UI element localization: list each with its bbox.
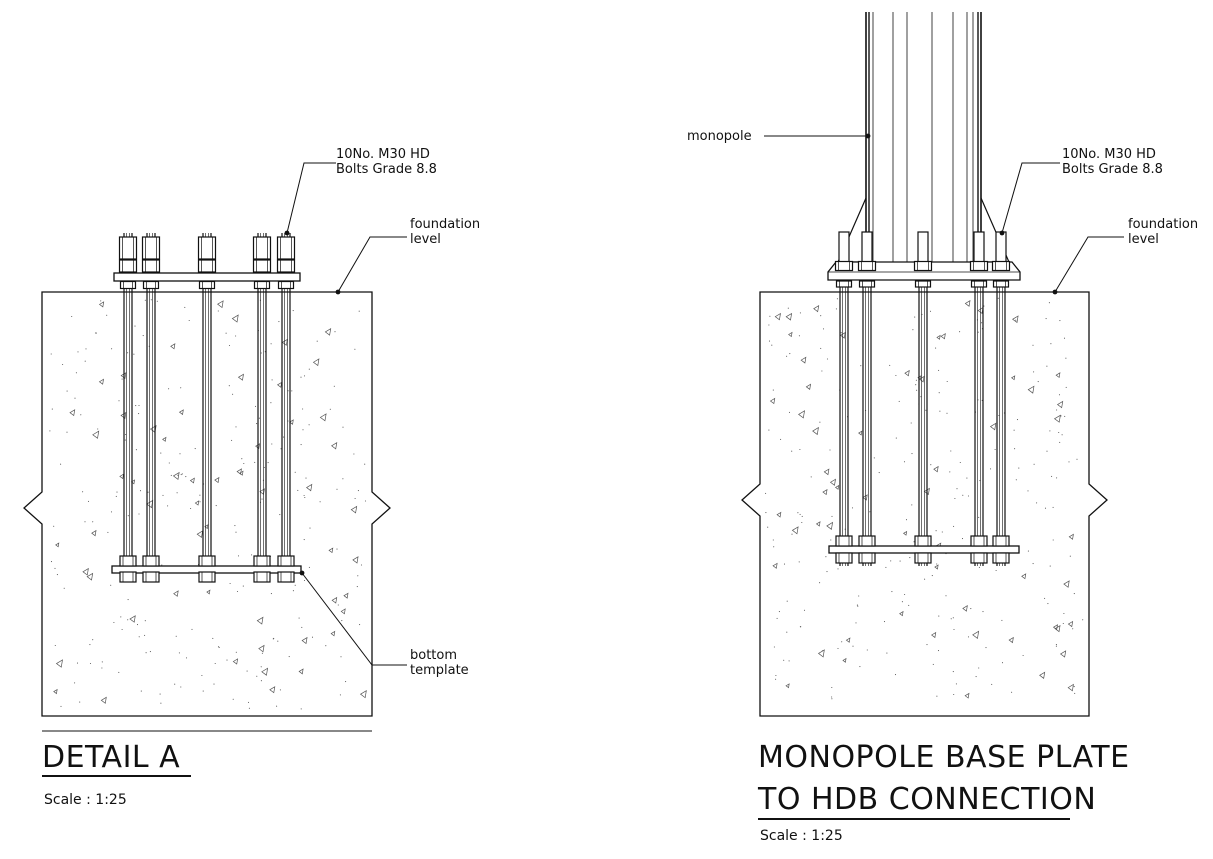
monopole-top-lower-nut [970, 280, 988, 288]
detail-a-bottom-nut [142, 555, 160, 567]
detail-a-top-nut [197, 259, 217, 273]
monopole-foundation-label: foundation level [1128, 217, 1199, 247]
detail-a-bottom-nut [119, 555, 137, 567]
monopole-top-nut [969, 260, 989, 272]
monopole-bottom-nut [992, 552, 1010, 564]
detail-a-top-nut [276, 236, 296, 260]
monopole-top-nut [991, 260, 1011, 272]
detail-a-drawing [23, 162, 407, 732]
detail-a-top-nut [118, 259, 138, 273]
monopole-bolt-end [917, 231, 929, 263]
monopole-bottom-nut [858, 552, 876, 564]
monopole-top-lower-nut [992, 280, 1010, 288]
monopole-scale: Scale : 1:25 [760, 828, 843, 844]
monopole-label: monopole [687, 129, 752, 144]
monopole-bolts-leader-dot [999, 230, 1005, 236]
monopole-foundation-leader-dot [1052, 289, 1058, 295]
detail-a-foundation-leader [337, 236, 407, 293]
detail-a-bolts-leader [286, 162, 336, 234]
detail-a-top-nut [197, 236, 217, 260]
monopole-bottom-nut [914, 552, 932, 564]
monopole-title-line-1: MONOPOLE BASE PLATE [758, 740, 1130, 775]
monopole-foundation-leader [1054, 236, 1124, 293]
detail-a-bottom-nut [277, 555, 295, 567]
detail-a-bottom-nut [277, 571, 295, 583]
detail-a-bottom-nut [198, 571, 216, 583]
detail-a-top-nut [118, 236, 138, 260]
monopole-bolt-end [973, 231, 985, 263]
monopole-bottom-nut [914, 535, 932, 547]
monopole-shaft-leader-dot [865, 133, 871, 139]
detail-a-title-underline [42, 775, 191, 777]
monopole-bottom-nut [835, 535, 853, 547]
monopole-concrete-outline [741, 291, 1108, 717]
monopole-bottom-nut [992, 535, 1010, 547]
monopole-top-nut [913, 260, 933, 272]
detail-a-top-lower-nut [277, 280, 295, 290]
detail-a-bolts-label: 10No. M30 HD Bolts Grade 8.8 [336, 147, 437, 177]
monopole-bottom-nut [858, 535, 876, 547]
detail-a-top-nut [252, 259, 272, 273]
monopole-concrete-hatch [765, 297, 1084, 700]
detail-a-top-nut [141, 236, 161, 260]
detail-a-top-lower-nut [142, 280, 160, 290]
monopole-bolt-end [995, 231, 1007, 263]
detail-a-top-nut [141, 259, 161, 273]
monopole-bolt-end [861, 231, 873, 263]
detail-a-template-label: bottom template [410, 648, 469, 678]
monopole-base-drawing [741, 12, 1124, 717]
detail-a-top-lower-nut [198, 280, 216, 290]
monopole-bolts-leader [1001, 162, 1060, 234]
monopole-top-nut [857, 260, 877, 272]
detail-a-bottom-nut [142, 571, 160, 583]
monopole-bolts-label: 10No. M30 HD Bolts Grade 8.8 [1062, 147, 1163, 177]
monopole-top-lower-nut [858, 280, 876, 288]
detail-a-template-leader-dot [299, 570, 305, 576]
monopole-title-underline [758, 818, 1070, 820]
monopole-bottom-nut [835, 552, 853, 564]
detail-a-template-leader [301, 572, 407, 666]
detail-a-concrete-hatch [49, 299, 367, 710]
monopole-top-nut [834, 260, 854, 272]
detail-a-bolts-leader-dot [284, 230, 290, 236]
monopole-top-lower-nut [835, 280, 853, 288]
monopole-title-line-2: TO HDB CONNECTION [758, 782, 1097, 817]
detail-a-top-nut [276, 259, 296, 273]
detail-a-top-plate [113, 272, 301, 282]
detail-a-concrete-outline [23, 291, 391, 717]
detail-a-bottom-nut [253, 571, 271, 583]
detail-a-top-lower-nut [119, 280, 137, 290]
detail-a-top-nut [252, 236, 272, 260]
detail-a-foundation-leader-dot [335, 289, 341, 295]
detail-a-scale: Scale : 1:25 [44, 792, 127, 808]
detail-a-bottom-nut [198, 555, 216, 567]
detail-a-title: DETAIL A [42, 740, 181, 775]
detail-a-foundation-label: foundation level [410, 217, 481, 247]
monopole-bottom-template [828, 545, 1020, 554]
monopole-bottom-nut [970, 552, 988, 564]
monopole-bolt-end [838, 231, 850, 263]
monopole-top-lower-nut [914, 280, 932, 288]
detail-a-top-lower-nut [253, 280, 271, 290]
monopole-bottom-nut [970, 535, 988, 547]
detail-a-bottom-nut [253, 555, 271, 567]
detail-a-bottom-nut [119, 571, 137, 583]
